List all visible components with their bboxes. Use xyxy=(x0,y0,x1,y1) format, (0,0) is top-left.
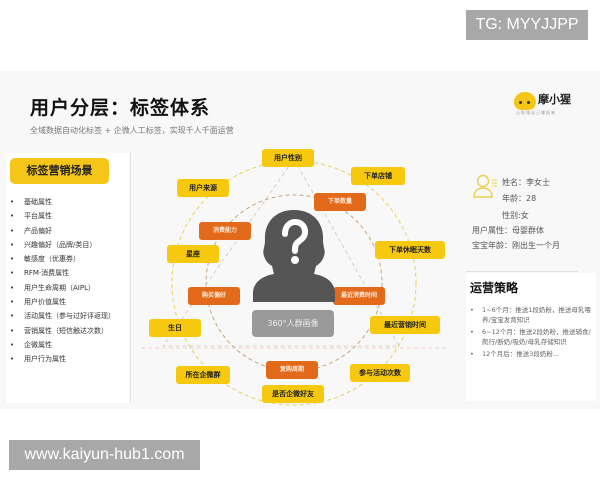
portrait-label: 360°人群画像 xyxy=(252,310,334,337)
scene-list: 基础属性 平台属性 产品偏好 兴趣偏好（品牌/类目） 敏感度（优惠券） RFM·… xyxy=(10,195,115,367)
monkey-face-icon xyxy=(514,92,536,110)
list-item: 1~6个月：推送1段奶粉，推送母乳喂养/宝宝发育知识 xyxy=(468,305,594,325)
tag-order-dormant-days: 下单休眠天数 xyxy=(375,241,445,259)
logo-tagline: 让私域自己赚起来 xyxy=(516,110,556,115)
profile-age: 年龄：28 xyxy=(502,194,537,203)
strategy-list: 1~6个月：推送1段奶粉，推送母乳喂养/宝宝发育知识 6~12个月：推送2段奶粉… xyxy=(468,305,594,361)
list-item: 兴趣偏好（品牌/类目） xyxy=(10,238,115,252)
tag-user-gender: 用户性别 xyxy=(262,149,314,167)
tag-user-source: 用户来源 xyxy=(177,179,229,197)
tag-birthday: 生日 xyxy=(149,319,201,337)
tag-last-marketing-time: 最近营销时间 xyxy=(370,316,440,334)
slide: 用户分层：标签体系 全域数据自动化标签 + 企微人工标签，实现千人千面运营 摩小… xyxy=(0,71,600,409)
watermark-bottom: www.kaiyun-hub1.com xyxy=(9,440,200,470)
tag-zodiac: 星座 xyxy=(167,245,219,263)
tag-spending-power: 消费能力 xyxy=(199,222,251,240)
profile-baby-age: 宝宝年龄：刚出生一个月 xyxy=(472,241,560,250)
tag-activity-count: 参与活动次数 xyxy=(350,364,410,382)
list-item: 用户生命周期（AIPL） xyxy=(10,281,115,295)
tag-order-quantity: 下单数量 xyxy=(314,193,366,211)
tag-wecom-group: 所在企微群 xyxy=(176,366,230,384)
profile-name: 姓名：李女士 xyxy=(502,178,550,187)
user-profile-panel: 姓名：李女士 年龄：28 性别:女 用户属性：母婴群体 宝宝年龄：刚出生一个月 … xyxy=(466,163,596,403)
profile-divider xyxy=(466,271,578,272)
panel-divider xyxy=(130,153,131,403)
watermark-top: TG: MYYJJPP xyxy=(466,10,588,40)
list-item: 基础属性 xyxy=(10,195,115,209)
list-item: 产品偏好 xyxy=(10,224,115,238)
list-item: 营销属性（短信触达次数） xyxy=(10,324,115,338)
list-item: 活动属性（参与过好评返现） xyxy=(10,309,115,323)
profile-user-attribute: 用户属性：母婴群体 xyxy=(472,226,544,235)
list-item: RFM·消费属性 xyxy=(10,266,115,280)
profile-gender: 性别:女 xyxy=(502,211,529,220)
tag-repurchase-cycle: 复购周期 xyxy=(266,361,318,379)
marketing-scenes-title: 标签营销场景 xyxy=(10,158,109,184)
user-profile-icon xyxy=(473,174,497,198)
list-item: 12个月后：推送3段奶粉... xyxy=(468,349,594,359)
tag-last-purchase-time: 最近消费时间 xyxy=(333,287,385,305)
list-item: 企微属性 xyxy=(10,338,115,352)
list-item: 用户行为属性 xyxy=(10,352,115,366)
page-subtitle: 全域数据自动化标签 + 企微人工标签，实现千人千面运营 xyxy=(30,126,234,135)
marketing-scenes-panel: 标签营销场景 基础属性 平台属性 产品偏好 兴趣偏好（品牌/类目） 敏感度（优惠… xyxy=(6,153,129,403)
tag-wecom-friend: 是否企微好友 xyxy=(262,385,324,403)
page-title: 用户分层：标签体系 xyxy=(30,97,211,119)
tag-system-diagram: 用户性别 下单店铺 下单休眠天数 最近营销时间 参与活动次数 是否企微好友 所在… xyxy=(131,141,451,409)
question-person-icon xyxy=(253,210,335,302)
tag-purchase-preference: 购买偏好 xyxy=(188,287,240,305)
list-item: 平台属性 xyxy=(10,209,115,223)
tag-order-store: 下单店铺 xyxy=(351,167,405,185)
strategy-title: 运营策略 xyxy=(470,281,519,295)
list-item: 用户价值属性 xyxy=(10,295,115,309)
list-item: 6~12个月：推送2段奶粉，推送辅食/爬行/断奶/吸奶/母乳存储知识 xyxy=(468,327,594,347)
logo-name: 摩小猩 xyxy=(538,93,571,106)
strategy-box: 运营策略 1~6个月：推送1段奶粉，推送母乳喂养/宝宝发育知识 6~12个月：推… xyxy=(466,273,596,401)
list-item: 敏感度（优惠券） xyxy=(10,252,115,266)
brand-logo: 摩小猩 让私域自己赚起来 xyxy=(514,88,594,118)
